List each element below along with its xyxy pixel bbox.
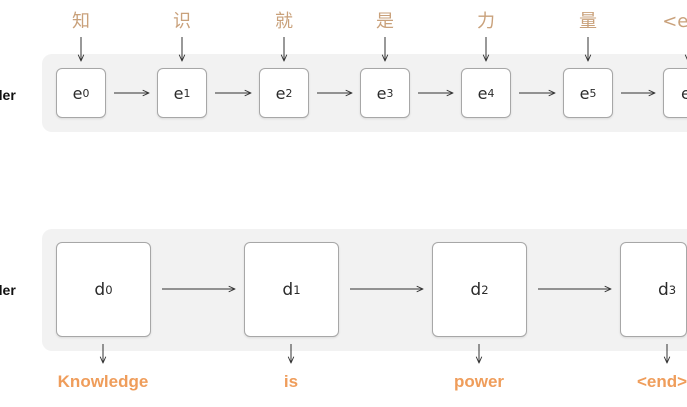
encoder-input-token: 知 (72, 11, 90, 32)
encoder-input-token: 就 (275, 11, 293, 32)
encoder-node: e (663, 68, 687, 118)
encoder-label: der (0, 87, 16, 103)
decoder-label: der (0, 282, 16, 298)
decoder-output-token: power (453, 372, 505, 391)
encoder-input-token: 力 (477, 11, 495, 32)
encoder-input-token: 识 (173, 11, 191, 32)
encoder-input-token: <en (662, 11, 687, 32)
encoder-input-token: 是 (376, 11, 394, 32)
decoder-output-token: is (283, 372, 299, 391)
decoder-output-token: Knowledge (57, 372, 149, 391)
encoder-input-token: 量 (579, 11, 597, 32)
decoder-output-token: <end> (637, 372, 687, 391)
